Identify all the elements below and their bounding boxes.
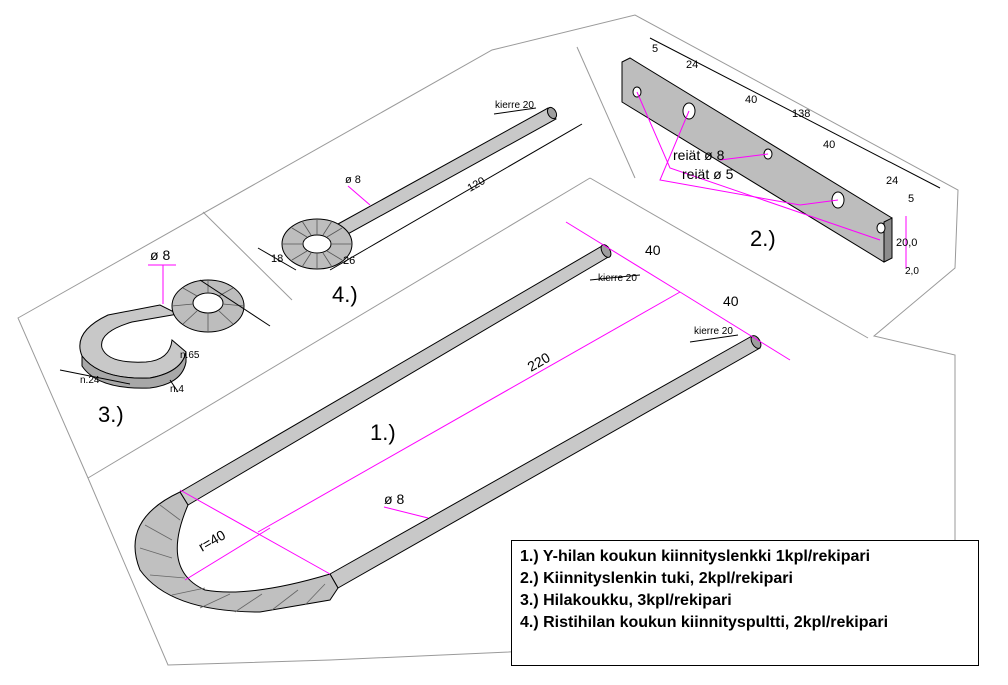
p4-diameter-label: ø 8 — [345, 174, 361, 186]
parts-legend: 1.) Y-hilan koukun kiinnityslenkki 1kpl/… — [511, 540, 979, 666]
p2-d24a: 24 — [686, 59, 698, 71]
part-3-hook: ø 8 n.65 n.24 n.4 3.) — [59, 247, 271, 427]
p3-n4-label: n.4 — [170, 384, 184, 395]
p2-d40a: 40 — [745, 94, 757, 106]
support-dims: 5 24 40 138 40 24 5 20,0 2,0 reiät ø 8 r… — [652, 43, 919, 277]
part-4-number: 4.) — [332, 282, 358, 307]
p4-ring-inner-label: 18 — [271, 253, 283, 265]
legend-item-1: 1.) Y-hilan koukun kiinnityslenkki 1kpl/… — [520, 548, 871, 565]
p1-thread-a-label: kierre 20 — [598, 273, 637, 284]
part-4-pin: ø 8 120 kierre 20 18 26 4.) — [257, 100, 583, 307]
panel-outlines — [17, 14, 959, 666]
p1-length-label: 220 — [525, 349, 553, 375]
p4-length-label: 120 — [466, 175, 488, 195]
legend-item-3: 3.) Hilakoukku, 3kpl/rekipari — [520, 592, 732, 609]
hook-ring-torus — [171, 279, 245, 333]
p1-thread-b-label: kierre 20 — [694, 326, 733, 337]
p2-holes5-label: reiät ø 5 — [682, 166, 734, 182]
legend-item-2: 2.) Kiinnityslenkin tuki, 2kpl/rekipari — [520, 570, 793, 587]
p2-d40b: 40 — [823, 139, 835, 151]
p2-d5a: 5 — [652, 43, 658, 55]
p2-height: 20,0 — [896, 237, 917, 249]
legend-item-4: 4.) Ristihilan koukun kiinnityspultti, 2… — [520, 614, 889, 631]
p1-radius-label: r=40 — [196, 526, 229, 554]
p4-thread-label: kierre 20 — [495, 100, 534, 111]
p1-diameter-label: ø 8 — [384, 491, 404, 507]
p2-d5b: 5 — [908, 193, 914, 205]
part-2-support: 5 24 40 138 40 24 5 20,0 2,0 reiät ø 8 r… — [621, 37, 941, 277]
p2-d24b: 24 — [886, 175, 898, 187]
part-2-number: 2.) — [750, 226, 776, 251]
p1-width2-label: 40 — [723, 293, 739, 309]
part-1-number: 1.) — [370, 420, 396, 445]
p2-thickness: 2,0 — [905, 266, 919, 277]
p4-ring-outer-label: 26 — [343, 255, 355, 267]
ring-torus — [281, 218, 353, 270]
p3-n24-label: n.24 — [80, 375, 100, 386]
part-1-loop: 40 40 220 r=40 ø 8 kierre 20 kierre 20 1… — [134, 221, 791, 613]
p3-n65-label: n.65 — [180, 350, 200, 361]
p1-width-label: 40 — [645, 242, 661, 258]
p3-diameter-label: ø 8 — [150, 247, 170, 263]
part-3-number: 3.) — [98, 402, 124, 427]
p2-holes8-label: reiät ø 8 — [673, 147, 725, 163]
p2-d138: 138 — [792, 108, 810, 120]
